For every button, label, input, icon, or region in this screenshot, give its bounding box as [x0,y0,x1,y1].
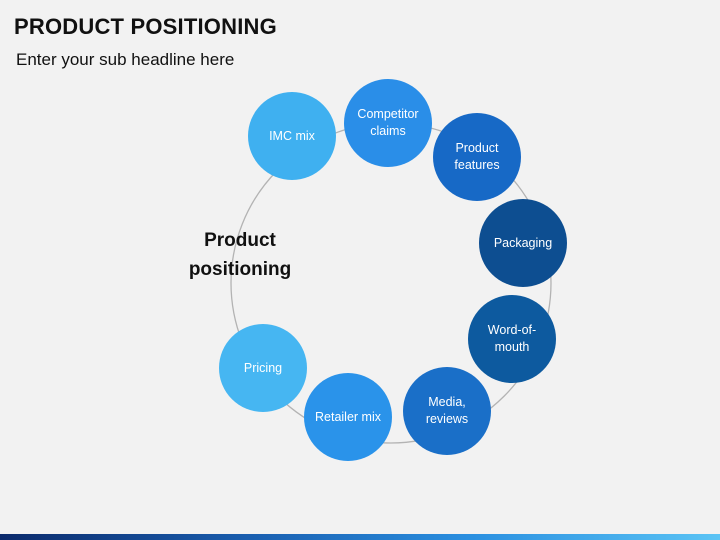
node-label: Competitor claims [357,107,419,138]
node-product-features: Product features [433,113,521,201]
node-label: Pricing [243,360,283,375]
node-media-reviews: Media, reviews [403,367,491,455]
node-label: IMC mix [269,128,315,143]
page-title: PRODUCT POSITIONING [14,14,277,39]
node-imc-mix: IMC mix [248,92,336,180]
node-label: Retailer mix [315,409,381,424]
page-subtitle: Enter your sub headline here [16,50,235,69]
center-label: Product positioning [170,226,310,284]
node-label: Product features [454,141,500,172]
center-label-line1: Product [204,230,276,251]
center-label-line2: positioning [188,259,292,280]
node-word-of-mouth: Word-of-mouth [468,295,556,383]
footer-accent-bar [0,534,720,540]
node-competitor-claims: Competitor claims [344,79,432,167]
node-packaging: Packaging [479,199,567,287]
node-label: Word-of-mouth [487,323,537,354]
node-pricing: Pricing [219,324,307,412]
node-retailer-mix: Retailer mix [304,373,392,461]
node-label: Media, reviews [425,395,469,426]
node-label: Packaging [493,235,553,250]
